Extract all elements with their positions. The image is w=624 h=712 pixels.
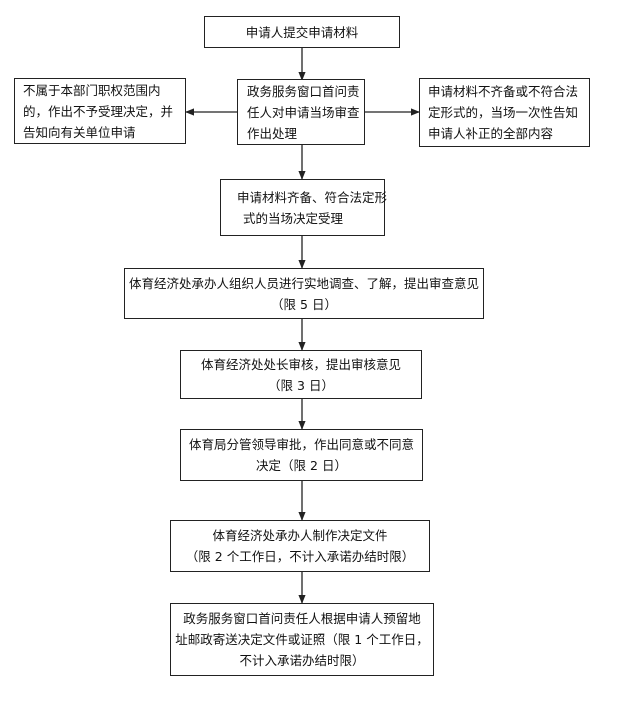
supplement-text-line: 定形式的，当场一次性告知	[428, 105, 579, 120]
approval-box: 体育局分管领导审批，作出同意或不同意 决定（限 2 日）	[180, 429, 423, 481]
accept-text-line: 式的当场决定受理	[243, 210, 344, 226]
document-text-line: 体育经济处承办人制作决定文件	[212, 528, 388, 543]
supplement-text-line: 申请材料不齐备或不符合法	[428, 84, 579, 99]
review-text-line: 任人对申请当场审查	[247, 104, 360, 120]
document-text-line: （限 2 个工作日，不计入承诺办结时限）	[185, 549, 415, 564]
reject-box: 不属于本部门职权范围内 的，作出不予受理决定，并 告知向有关单位申请	[14, 78, 186, 144]
delivery-text-line: 政务服务窗口首问责任人根据申请人预留地	[183, 611, 421, 626]
delivery-box: 政务服务窗口首问责任人根据申请人预留地 址邮政寄送决定文件或证照（限 1 个工作…	[170, 603, 434, 676]
start-text-line: 申请人提交申请材料	[245, 24, 359, 40]
review-text-line: 政务服务窗口首问责	[247, 83, 360, 99]
approval-text-line: 决定（限 2 日）	[256, 458, 347, 473]
start-box: 申请人提交申请材料	[204, 16, 400, 48]
supplement-text-line: 申请人补正的全部内容	[428, 126, 554, 141]
approval-text-line: 体育局分管领导审批，作出同意或不同意	[188, 437, 414, 452]
survey-text-line: 体育经济处承办人组织人员进行实地调查、了解，提出审查意见	[128, 275, 479, 291]
reject-text-line: 的，作出不予受理决定，并	[23, 103, 174, 119]
review-text-line: 作出处理	[247, 125, 298, 141]
survey-text-line: （限 5 日）	[271, 296, 337, 312]
accept-text-line: 申请材料齐备、符合法定形	[237, 189, 388, 205]
chief-review-text-line: （限 3 日）	[268, 377, 334, 393]
reject-text-line: 不属于本部门职权范围内	[23, 82, 161, 98]
accept-box: 申请材料齐备、符合法定形 式的当场决定受理	[220, 179, 388, 236]
chief-review-box: 体育经济处处长审核，提出审核意见 （限 3 日）	[180, 350, 422, 399]
document-box: 体育经济处承办人制作决定文件 （限 2 个工作日，不计入承诺办结时限）	[170, 520, 430, 572]
chief-review-text-line: 体育经济处处长审核，提出审核意见	[200, 356, 401, 372]
reject-text-line: 告知向有关单位申请	[23, 124, 136, 140]
delivery-text-line: 址邮政寄送决定文件或证照（限 1 个工作日，	[175, 632, 429, 647]
survey-box: 体育经济处承办人组织人员进行实地调查、了解，提出审查意见 （限 5 日）	[124, 268, 484, 319]
review-box: 政务服务窗口首问责 任人对申请当场审查 作出处理	[237, 79, 365, 145]
supplement-box: 申请材料不齐备或不符合法 定形式的，当场一次性告知 申请人补正的全部内容	[419, 78, 590, 147]
delivery-text-line: 不计入承诺办结时限）	[239, 653, 365, 668]
